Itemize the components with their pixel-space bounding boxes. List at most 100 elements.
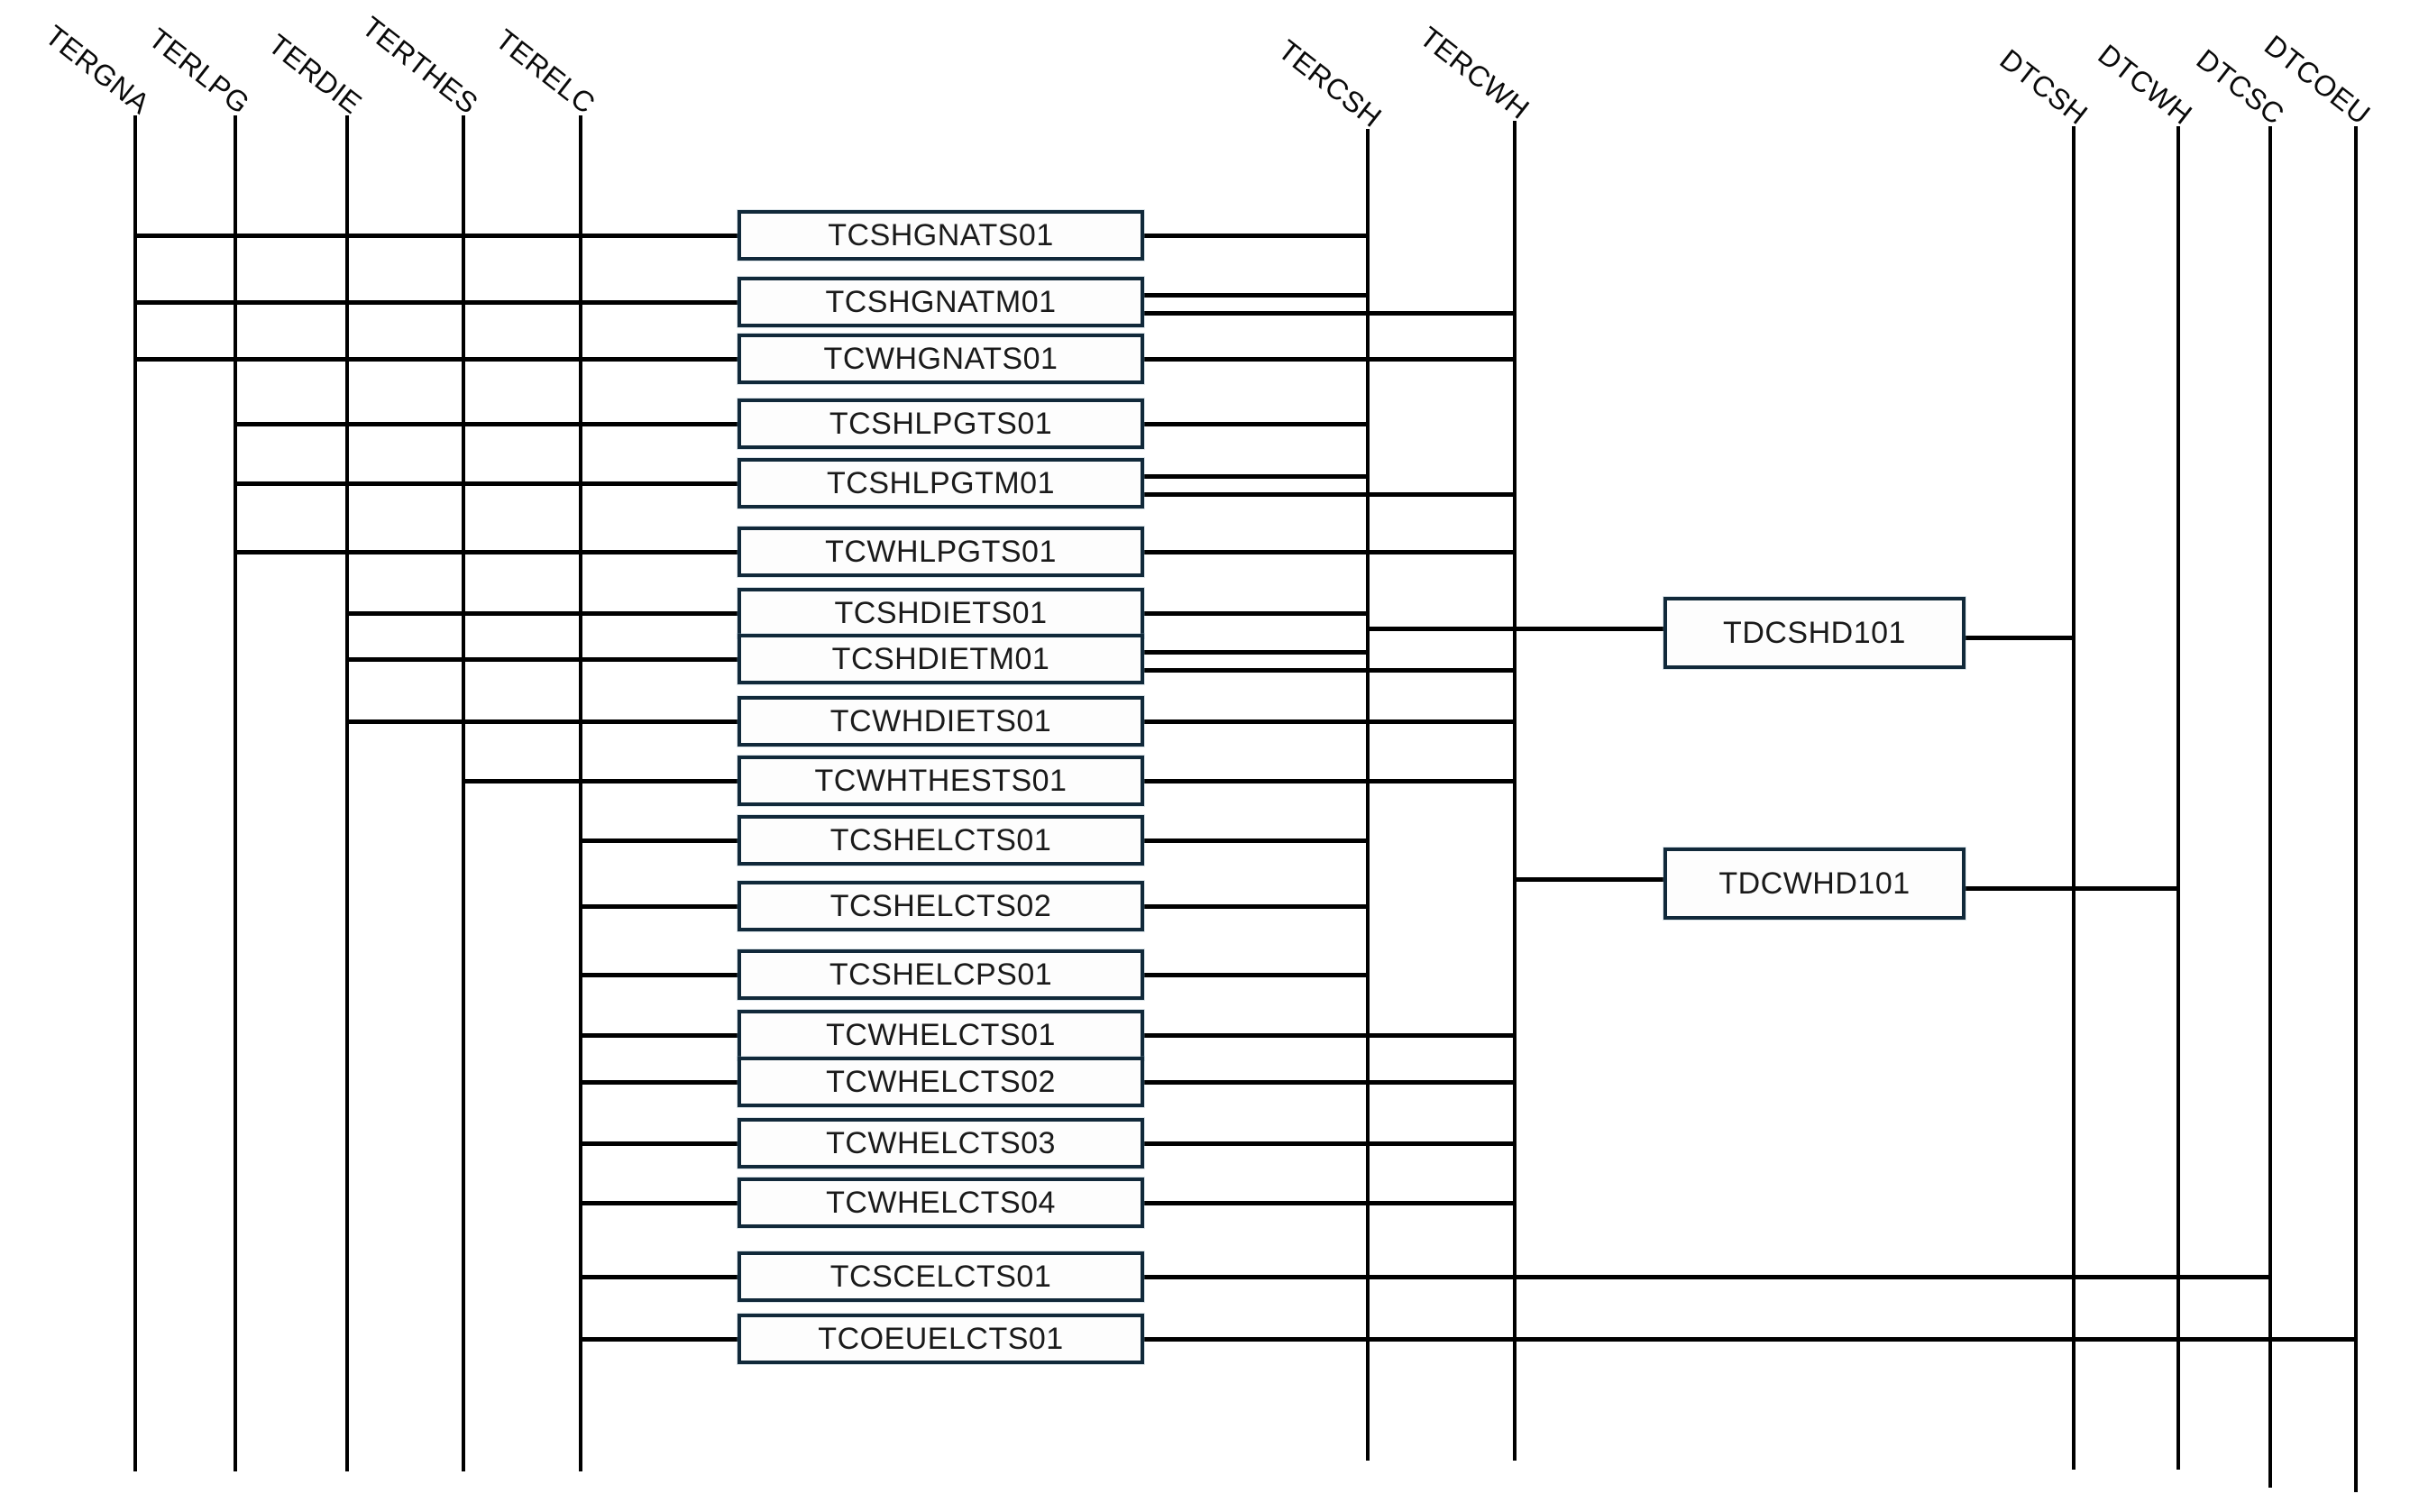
tech-box-TCSHELCTS01: TCSHELCTS01 (738, 815, 1144, 866)
tech-box-TCSHGNATM01-label: TCSHGNATM01 (825, 284, 1057, 319)
bus-line-DTCSC (2268, 126, 2272, 1488)
tech-box-TCWHELCTS04: TCWHELCTS04 (738, 1178, 1144, 1228)
flow-line-TCSHDIETM01-to-TERCSH (1139, 649, 1370, 655)
flow-line-TERLPG-to-TCWHLPGTS01 (234, 549, 743, 554)
tech-box-TCWHELCTS02-label: TCWHELCTS02 (826, 1064, 1056, 1099)
tech-box-TCWHELCTS03: TCWHELCTS03 (738, 1118, 1144, 1168)
tech-box-TCSHLPGTM01: TCSHLPGTM01 (738, 458, 1144, 509)
flow-line-TCSHLPGTM01-to-TERCWH (1139, 491, 1517, 497)
tech-box-TCSHGNATS01: TCSHGNATS01 (738, 210, 1144, 261)
tech-box-TCSHELCTS02-label: TCSHELCTS02 (829, 888, 1052, 923)
bus-line-TERCSH (1366, 129, 1370, 1461)
tech-box-TCSHLPGTM01-label: TCSHLPGTM01 (827, 465, 1055, 500)
bus-label-TERGNA: TERGNA (39, 18, 156, 121)
flow-line-TERELC-to-TCSCELCTS01 (579, 1274, 743, 1279)
bus-line-TERCWH (1513, 121, 1517, 1461)
flow-line-TERGNA-to-TCSHGNATS01 (133, 233, 743, 238)
flow-line-TCWHELCTS02-to-TERCWH (1139, 1079, 1517, 1085)
flow-line-TCSHGNATM01-to-TERCSH (1139, 292, 1370, 298)
tech-box-TCWHELCTS01: TCWHELCTS01 (738, 1010, 1144, 1060)
tech-box-TCWHELCTS04-label: TCWHELCTS04 (826, 1185, 1056, 1220)
tech-box-TCSHDIETM01-label: TCSHDIETM01 (831, 641, 1050, 676)
flow-line-TERCWH-to-TDCWHD101 (1513, 876, 1669, 882)
tech-box-TDCWHD101: TDCWHD101 (1663, 848, 1966, 920)
flow-line-TCWHELCTS01-to-TERCWH (1139, 1032, 1517, 1038)
flow-line-TERDIE-to-TCSHDIETM01 (345, 656, 743, 662)
bus-label-TERELC: TERELC (489, 23, 601, 121)
tech-box-TCSHGNATS01-label: TCSHGNATS01 (828, 217, 1054, 252)
tech-box-TCSHDIETM01: TCSHDIETM01 (738, 634, 1144, 684)
tech-box-TCSCELCTS01-label: TCSCELCTS01 (829, 1259, 1052, 1294)
tech-box-TCSHELCPS01-label: TCSHELCPS01 (829, 957, 1053, 992)
bus-label-TERDIE: TERDIE (261, 27, 368, 121)
bus-label-TERCWH: TERCWH (1413, 20, 1535, 126)
tech-box-TCSHLPGTS01-label: TCSHLPGTS01 (829, 406, 1053, 441)
tech-box-TCSHLPGTS01: TCSHLPGTS01 (738, 399, 1144, 449)
flow-line-TERLPG-to-TCSHLPGTS01 (234, 421, 743, 426)
flow-line-TERCSH-to-TDCSHD101 (1366, 626, 1669, 631)
flow-line-TCSHLPGTM01-to-TERCSH (1139, 473, 1370, 479)
flow-line-TCSHGNATM01-to-TERCWH (1139, 310, 1517, 316)
flow-line-TDCWHD101-to-DTCWH (1960, 885, 2180, 891)
flow-line-TERGNA-to-TCSHGNATM01 (133, 299, 743, 305)
bus-label-DTCWH: DTCWH (2092, 37, 2199, 132)
flow-line-TERDIE-to-TCWHDIETS01 (345, 719, 743, 724)
bus-line-TERGNA (133, 115, 137, 1471)
flow-line-TERDIE-to-TCSHDIETS01 (345, 610, 743, 616)
tech-box-TDCWHD101-label: TDCWHD101 (1718, 866, 1911, 901)
flow-line-TCWHDIETS01-to-TERCWH (1139, 719, 1517, 724)
tech-box-TCSHELCPS01: TCSHELCPS01 (738, 949, 1144, 1000)
tech-box-TCWHELCTS03-label: TCWHELCTS03 (826, 1125, 1056, 1160)
flow-line-TERELC-to-TCOEUELCTS01 (579, 1336, 743, 1342)
tech-box-TDCSHD101: TDCSHD101 (1663, 597, 1966, 669)
tech-box-TCWHLPGTS01-label: TCWHLPGTS01 (825, 534, 1057, 569)
bus-line-TERTHES (462, 115, 465, 1471)
tech-box-TCWHELCTS02: TCWHELCTS02 (738, 1057, 1144, 1107)
tech-box-TCWHTHESTS01: TCWHTHESTS01 (738, 756, 1144, 806)
tech-box-TCSHELCTS02: TCSHELCTS02 (738, 881, 1144, 931)
flow-line-TCSHDIETM01-to-TERCWH (1139, 667, 1517, 673)
flow-line-TCSHDIETS01-to-TERCSH (1139, 610, 1370, 616)
flow-line-TERELC-to-TCWHELCTS02 (579, 1079, 743, 1085)
tech-box-TCWHDIETS01-label: TCWHDIETS01 (829, 703, 1052, 738)
tech-box-TCWHELCTS01-label: TCWHELCTS01 (826, 1017, 1056, 1052)
flow-line-TCSHLPGTS01-to-TERCSH (1139, 421, 1370, 426)
flow-line-TERELC-to-TCSHELCTS01 (579, 838, 743, 843)
flow-line-TERELC-to-TCWHELCTS04 (579, 1200, 743, 1205)
flow-line-TERELC-to-TCWHELCTS03 (579, 1141, 743, 1146)
tech-box-TCWHGNATS01: TCWHGNATS01 (738, 334, 1144, 384)
flow-line-TERLPG-to-TCSHLPGTM01 (234, 481, 743, 486)
bus-line-TERLPG (234, 115, 237, 1471)
tech-box-TCWHDIETS01: TCWHDIETS01 (738, 696, 1144, 747)
tech-box-TDCSHD101-label: TDCSHD101 (1723, 615, 1906, 650)
flow-line-TERTHES-to-TCWHTHESTS01 (462, 778, 743, 783)
flow-line-TCSHELCTS02-to-TERCSH (1139, 903, 1370, 909)
tech-box-TCOEUELCTS01: TCOEUELCTS01 (738, 1314, 1144, 1364)
flow-line-TERGNA-to-TCWHGNATS01 (133, 356, 743, 362)
tech-box-TCWHLPGTS01: TCWHLPGTS01 (738, 527, 1144, 577)
tech-box-TCSHDIETS01: TCSHDIETS01 (738, 588, 1144, 638)
bus-line-DTCOEU (2354, 126, 2358, 1492)
bus-line-DTCSH (2072, 126, 2076, 1470)
flow-line-TERELC-to-TCSHELCPS01 (579, 972, 743, 977)
bus-line-TERELC (579, 115, 582, 1471)
tech-box-TCOEUELCTS01-label: TCOEUELCTS01 (818, 1321, 1064, 1356)
tech-box-TCSHGNATM01: TCSHGNATM01 (738, 277, 1144, 327)
flow-line-TCOEUELCTS01-to-DTCOEU (1139, 1336, 2358, 1342)
flow-line-TCSHELCPS01-to-TERCSH (1139, 972, 1370, 977)
bus-label-TERTHES: TERTHES (355, 10, 484, 121)
flow-line-TCWHELCTS03-to-TERCWH (1139, 1141, 1517, 1146)
flow-line-TCWHELCTS04-to-TERCWH (1139, 1200, 1517, 1205)
bus-label-DTCSH: DTCSH (1993, 42, 2094, 132)
tech-box-TCWHTHESTS01-label: TCWHTHESTS01 (814, 763, 1068, 798)
flow-line-TCSHELCTS01-to-TERCSH (1139, 838, 1370, 843)
flow-line-TCSCELCTS01-to-DTCSC (1139, 1274, 2272, 1279)
flow-line-TERELC-to-TCWHELCTS01 (579, 1032, 743, 1038)
tech-box-TCWHGNATS01-label: TCWHGNATS01 (823, 341, 1058, 376)
flow-line-TERELC-to-TCSHELCTS02 (579, 903, 743, 909)
flow-line-TDCSHD101-to-DTCSH (1960, 635, 2076, 640)
bus-label-TERCSH: TERCSH (1272, 32, 1388, 134)
flow-line-TCSHGNATS01-to-TERCSH (1139, 233, 1370, 238)
tech-box-TCSHDIETS01-label: TCSHDIETS01 (834, 595, 1048, 630)
